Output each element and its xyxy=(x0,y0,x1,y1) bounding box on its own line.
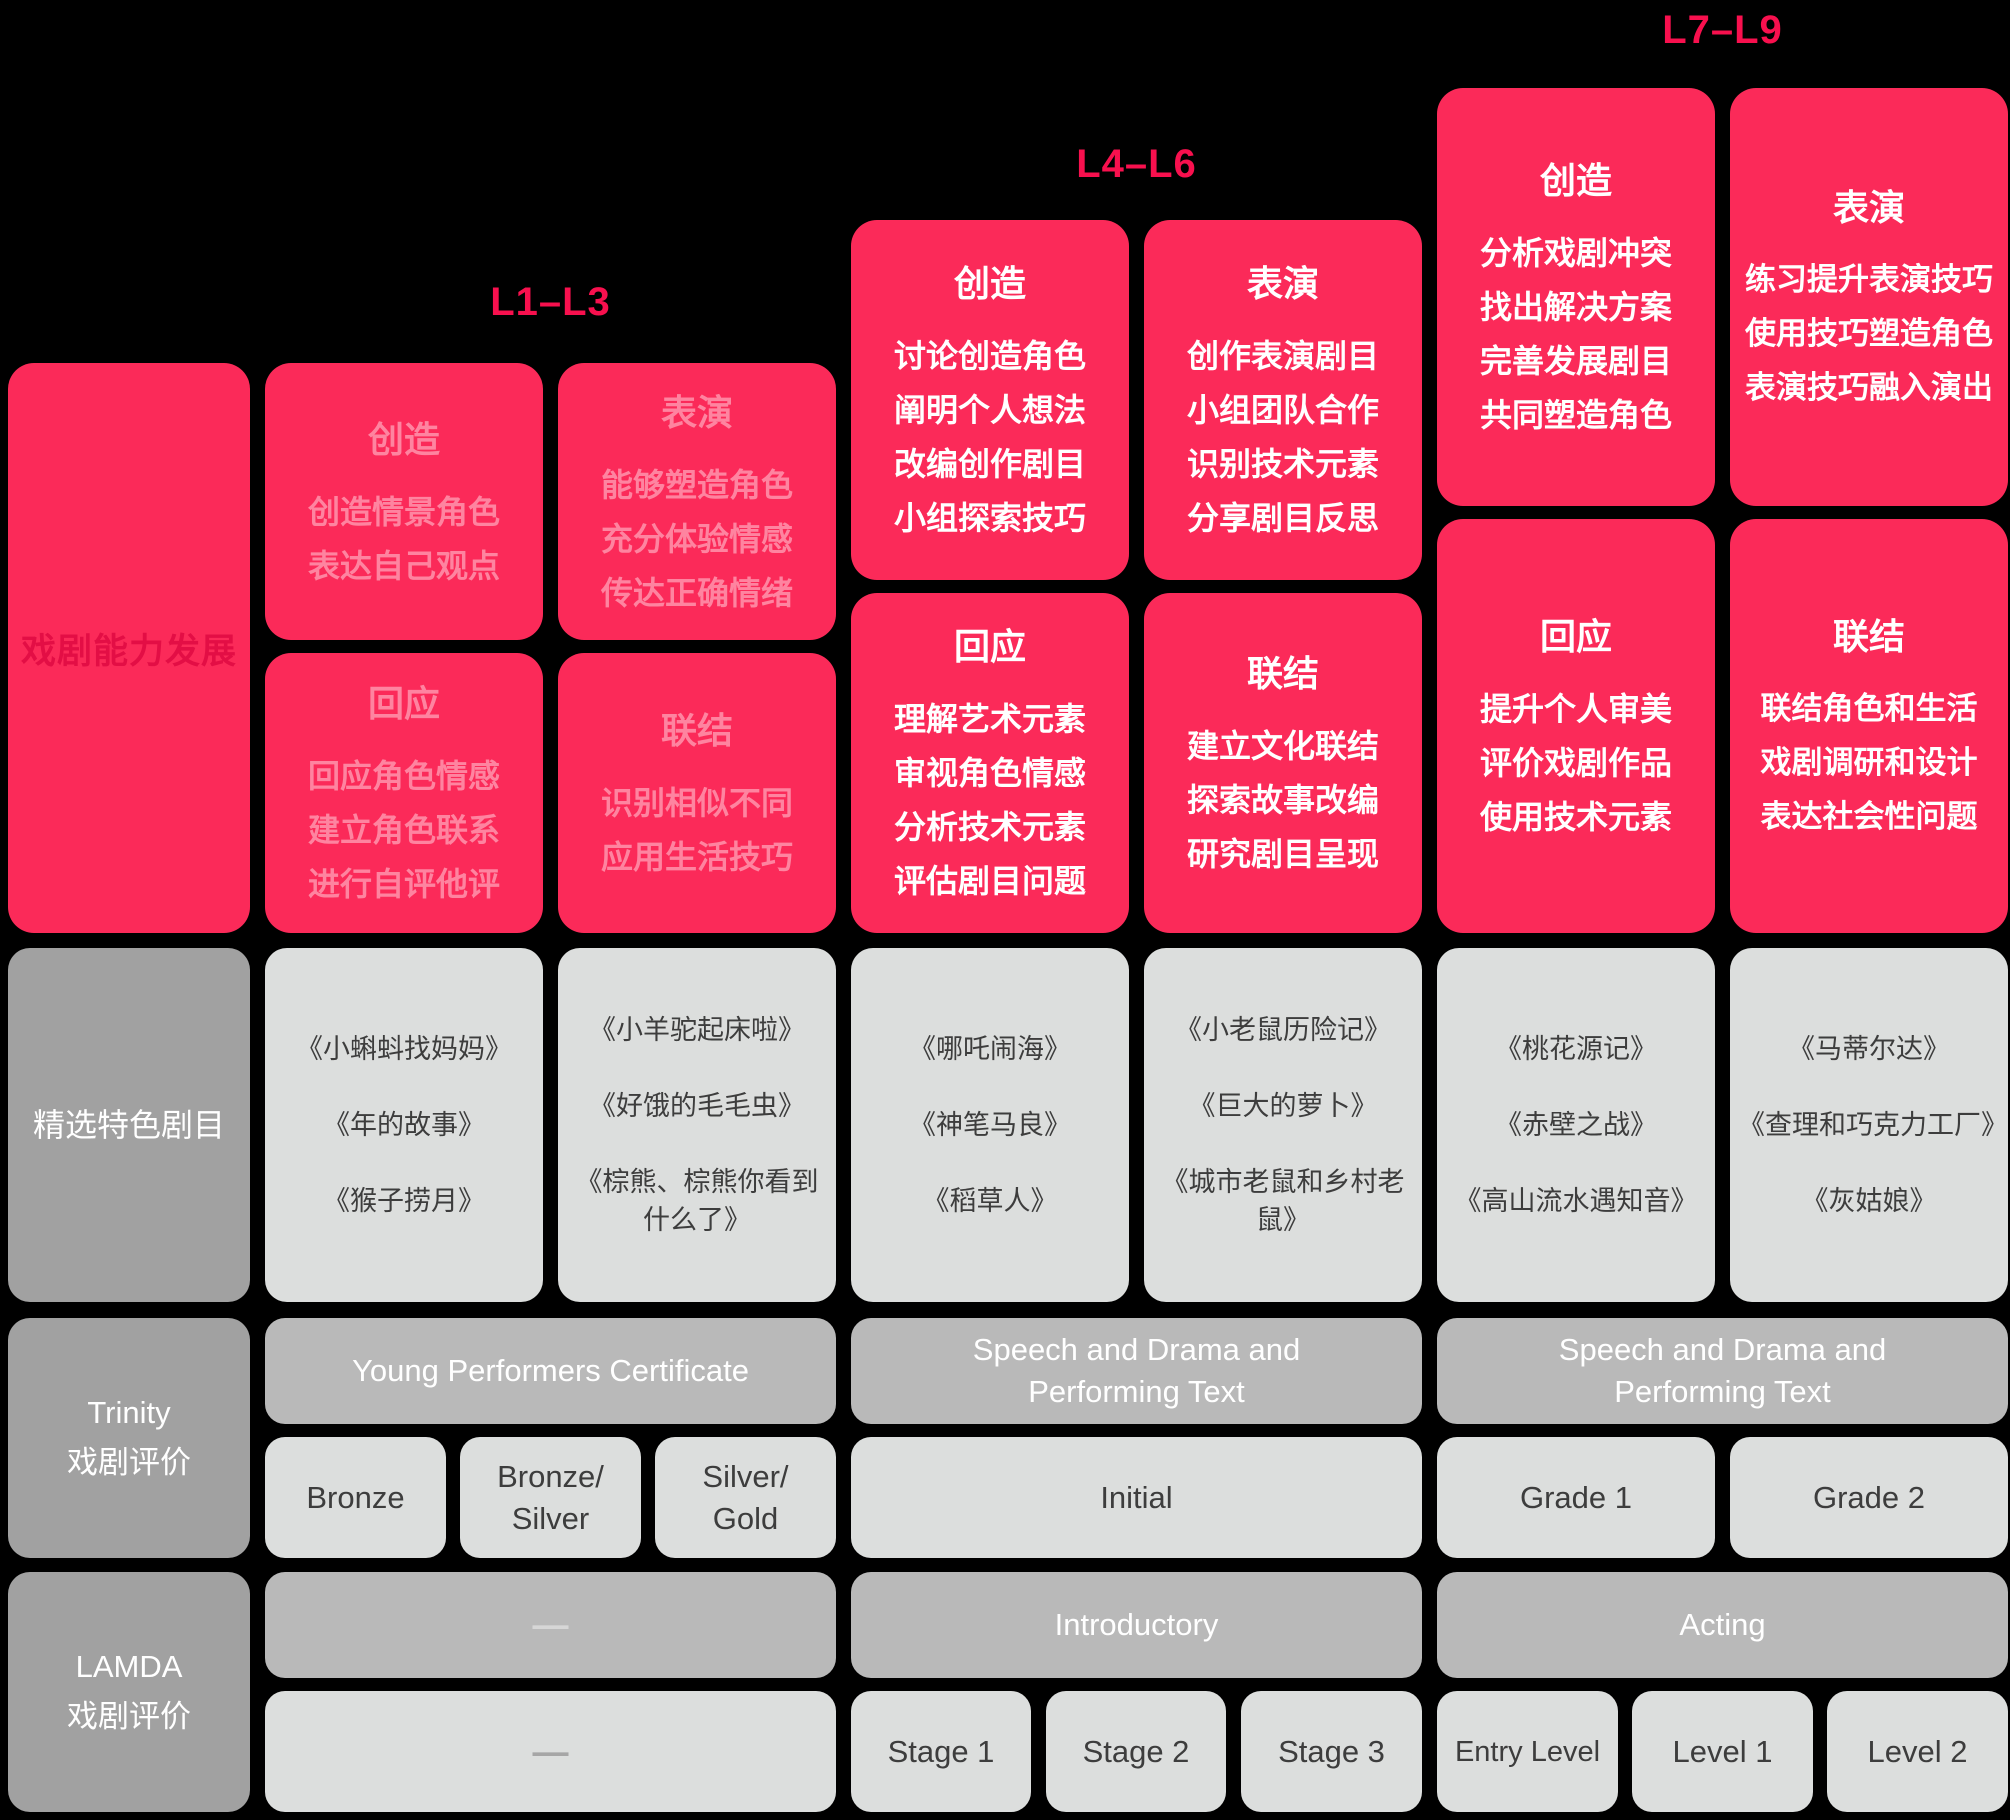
lamda-level-stage-3: Stage 3 xyxy=(1241,1691,1422,1812)
card-title: 回应 xyxy=(1539,616,1612,657)
card-body: 创作表演剧目 小组团队合作 识别技术元素 分享剧目反思 xyxy=(1186,338,1379,536)
card-title: 创造 xyxy=(367,418,440,460)
card-title: 回应 xyxy=(953,626,1026,667)
card-title: 表演 xyxy=(1246,263,1319,304)
play-title: 《高山流水遇知音》 xyxy=(1454,1186,1698,1216)
header-l4-l6: L4–L6 xyxy=(1076,141,1197,186)
header-l1-l3: L1–L3 xyxy=(490,279,611,324)
play-title: 《小羊驼起床啦》 xyxy=(589,1015,805,1045)
lamda-band-introductory: Introductory xyxy=(851,1572,1422,1678)
lamda-row-label: LAMDA 戏剧评价 xyxy=(8,1572,250,1812)
plays-column-6: 《马蒂尔达》 《查理和巧克力工厂》 《灰姑娘》 xyxy=(1730,948,2008,1302)
card-l7-respond: 回应 提升个人审美 评价戏剧作品 使用技术元素 xyxy=(1437,519,1715,933)
plays-column-3: 《哪吒闹海》 《神笔马良》 《稻草人》 xyxy=(851,948,1129,1302)
plays-column-2: 《小羊驼起床啦》 《好饿的毛毛虫》 《棕熊、棕熊你看到什么了》 xyxy=(558,948,836,1302)
header-l7-l9: L7–L9 xyxy=(1662,7,1783,52)
lamda-level-none: — xyxy=(265,1691,836,1812)
card-title: 表演 xyxy=(660,391,733,433)
card-l1-connect: 联结 识别相似不同 应用生活技巧 xyxy=(558,653,836,933)
play-title: 《城市老鼠和乡村老鼠》 xyxy=(1161,1167,1405,1235)
card-l1-create: 创造 创造情景角色 表达自己观点 xyxy=(265,363,543,640)
play-title: 《哪吒闹海》 xyxy=(909,1034,1071,1064)
trinity-band-speech-drama-1: Speech and Drama and Performing Text xyxy=(851,1318,1422,1424)
play-title: 《小老鼠历险记》 xyxy=(1175,1015,1391,1045)
card-l4-create: 创造 讨论创造角色 阐明个人想法 改编创作剧目 小组探索技巧 xyxy=(851,220,1129,580)
trinity-grade-2: Grade 2 xyxy=(1730,1437,2008,1558)
ability-row-label: 戏剧能力发展 xyxy=(8,363,250,933)
card-body: 分析戏剧冲突 找出解决方案 完善发展剧目 共同塑造角色 xyxy=(1479,235,1672,433)
lamda-level-entry: Entry Level xyxy=(1437,1691,1618,1812)
card-l1-respond: 回应 回应角色情感 建立角色联系 进行自评他评 xyxy=(265,653,543,933)
play-title: 《马蒂尔达》 xyxy=(1788,1034,1950,1064)
lamda-level-2: Level 2 xyxy=(1827,1691,2008,1812)
play-title: 《猴子捞月》 xyxy=(323,1186,485,1216)
lamda-level-1: Level 1 xyxy=(1632,1691,1813,1812)
lamda-level-stage-2: Stage 2 xyxy=(1046,1691,1226,1812)
card-l4-respond: 回应 理解艺术元素 审视角色情感 分析技术元素 评估剧目问题 xyxy=(851,593,1129,933)
card-l4-connect: 联结 建立文化联结 探索故事改编 研究剧目呈现 xyxy=(1144,593,1422,933)
trinity-row-label: Trinity 戏剧评价 xyxy=(8,1318,250,1558)
trinity-grade-silver-gold: Silver/ Gold xyxy=(655,1437,836,1558)
trinity-grade-bronze-silver: Bronze/ Silver xyxy=(460,1437,641,1558)
card-body: 提升个人审美 评价戏剧作品 使用技术元素 xyxy=(1479,691,1672,835)
card-l7-create: 创造 分析戏剧冲突 找出解决方案 完善发展剧目 共同塑造角色 xyxy=(1437,88,1715,506)
play-title: 《小蝌蚪找妈妈》 xyxy=(296,1034,512,1064)
card-body: 理解艺术元素 审视角色情感 分析技术元素 评估剧目问题 xyxy=(893,701,1086,899)
trinity-grade-bronze: Bronze xyxy=(265,1437,446,1558)
plays-column-5: 《桃花源记》 《赤壁之战》 《高山流水遇知音》 xyxy=(1437,948,1715,1302)
play-title: 《桃花源记》 xyxy=(1495,1034,1657,1064)
card-l7-perform: 表演 练习提升表演技巧 使用技巧塑造角色 表演技巧融入演出 xyxy=(1730,88,2008,506)
card-body: 能够塑造角色 充分体验情感 传达正确情绪 xyxy=(600,466,793,611)
card-body: 创造情景角色 表达自己观点 xyxy=(307,493,500,584)
card-l4-perform: 表演 创作表演剧目 小组团队合作 识别技术元素 分享剧目反思 xyxy=(1144,220,1422,580)
card-body: 识别相似不同 应用生活技巧 xyxy=(600,785,793,875)
card-title: 联结 xyxy=(660,710,733,751)
trinity-band-speech-drama-2: Speech and Drama and Performing Text xyxy=(1437,1318,2008,1424)
card-title: 联结 xyxy=(1832,616,1905,657)
trinity-grade-initial: Initial xyxy=(851,1437,1422,1558)
lamda-band-none: — xyxy=(265,1572,836,1678)
play-title: 《棕熊、棕熊你看到什么了》 xyxy=(575,1167,819,1235)
plays-row-label: 精选特色剧目 xyxy=(8,948,250,1302)
lamda-level-stage-1: Stage 1 xyxy=(851,1691,1031,1812)
card-body: 建立文化联结 探索故事改编 研究剧目呈现 xyxy=(1186,728,1379,872)
card-title: 回应 xyxy=(367,683,440,724)
card-body: 练习提升表演技巧 使用技巧塑造角色 表演技巧融入演出 xyxy=(1745,262,1993,405)
trinity-band-young-performers: Young Performers Certificate xyxy=(265,1318,836,1424)
card-l7-connect: 联结 联结角色和生活 戏剧调研和设计 表达社会性问题 xyxy=(1730,519,2008,933)
trinity-grade-1: Grade 1 xyxy=(1437,1437,1715,1558)
card-title: 创造 xyxy=(953,263,1026,304)
card-title: 表演 xyxy=(1832,187,1905,228)
play-title: 《查理和巧克力工厂》 xyxy=(1738,1110,2008,1140)
plays-column-4: 《小老鼠历险记》 《巨大的萝卜》 《城市老鼠和乡村老鼠》 xyxy=(1144,948,1422,1302)
card-body: 回应角色情感 建立角色联系 进行自评他评 xyxy=(307,758,500,902)
card-title: 联结 xyxy=(1246,653,1319,694)
play-title: 《灰姑娘》 xyxy=(1801,1186,1937,1216)
card-body: 联结角色和生活 戏剧调研和设计 表达社会性问题 xyxy=(1760,691,1978,834)
play-title: 《赤壁之战》 xyxy=(1495,1110,1657,1140)
lamda-band-acting: Acting xyxy=(1437,1572,2008,1678)
play-title: 《稻草人》 xyxy=(922,1186,1058,1216)
plays-column-1: 《小蝌蚪找妈妈》 《年的故事》 《猴子捞月》 xyxy=(265,948,543,1302)
play-title: 《巨大的萝卜》 xyxy=(1188,1091,1378,1121)
card-l1-perform: 表演 能够塑造角色 充分体验情感 传达正确情绪 xyxy=(558,363,836,640)
card-body: 讨论创造角色 阐明个人想法 改编创作剧目 小组探索技巧 xyxy=(893,338,1086,536)
play-title: 《好饿的毛毛虫》 xyxy=(589,1091,805,1121)
play-title: 《神笔马良》 xyxy=(909,1110,1071,1140)
play-title: 《年的故事》 xyxy=(323,1110,485,1140)
card-title: 创造 xyxy=(1539,160,1612,201)
